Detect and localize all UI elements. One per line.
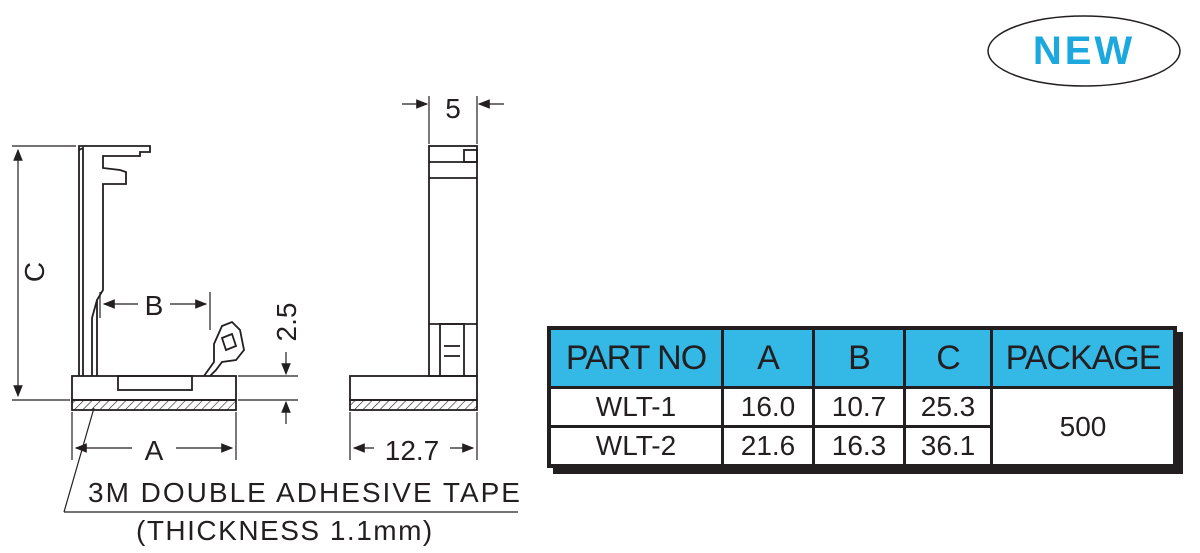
dim-b-label: B [145,290,164,321]
tape-note-line2: (THICKNESS 1.1mm) [136,515,434,546]
table-header-row: PART NO A B C PACKAGE [547,326,1177,389]
spec-table: PART NO A B C PACKAGE WLT-1 16.0 10.7 25… [547,326,1177,468]
dim-width [402,96,504,144]
side-view [349,145,478,411]
side-tape [349,399,478,411]
cell-c: 36.1 [903,425,993,468]
cell-c: 25.3 [903,386,993,428]
table-row: WLT-2 21.6 16.3 36.1 [547,425,1175,468]
header-b: B [812,326,906,389]
clip-latch [203,320,245,377]
badge-ellipse [987,15,1181,87]
header-c: C [903,326,993,389]
side-post [428,145,478,377]
clip-base [71,375,237,401]
cell-b: 16.3 [812,425,906,468]
front-view [71,145,245,411]
header-a: A [721,326,815,389]
new-badge-label: NEW [1032,29,1136,73]
new-badge: NEW [986,14,1182,88]
tape-leader [63,407,518,513]
cell-package: 500 [990,386,1177,468]
dim-c [12,145,76,401]
dim-tab-height-label: 2.5 [271,303,302,342]
tape-note-line1: 3M DOUBLE ADHESIVE TAPE [88,477,522,508]
adhesive-tape [71,399,237,411]
cell-b: 10.7 [812,386,906,428]
dim-c-label: C [19,262,50,282]
dim-depth-label: 12.7 [385,435,440,466]
clip-back-wall [78,145,151,376]
dim-b [99,292,211,330]
table-row: WLT-1 16.0 10.7 25.3 500 [547,386,1177,468]
dim-depth [349,412,478,460]
side-base [349,375,478,401]
header-package: PACKAGE [990,326,1177,389]
cell-a: 16.0 [721,386,815,428]
clip-base-recess [117,375,193,391]
cell-part: WLT-1 [547,386,724,428]
cell-a: 21.6 [721,425,815,468]
dim-width-label: 5 [445,93,461,124]
header-part-no: PART NO [547,326,724,389]
dim-a-label: A [145,435,164,466]
dim-tab-height [238,352,298,424]
cell-part: WLT-2 [547,425,724,468]
dim-a [71,412,237,460]
